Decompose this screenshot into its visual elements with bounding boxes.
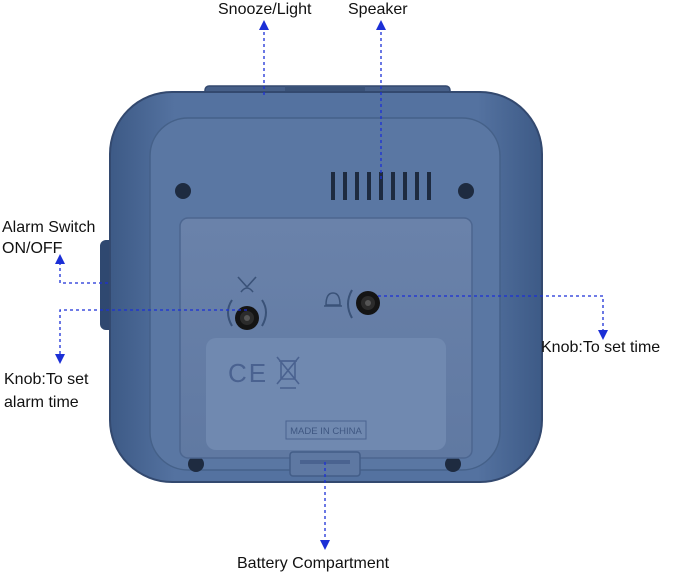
time-knob-bracket-icon (347, 289, 353, 319)
alarm-knob[interactable] (227, 299, 267, 330)
speaker-slot (331, 172, 335, 200)
speaker-label: Speaker (348, 1, 408, 18)
speaker-slot (355, 172, 359, 200)
speaker-grille (331, 172, 431, 200)
snooze-button-strip (285, 86, 365, 94)
arrowhead-battery (320, 540, 330, 550)
pointer-knob-time (378, 295, 604, 332)
arrowhead-knob-time (598, 330, 608, 340)
alarm-knob-bracket-icon (227, 299, 233, 327)
ce-mark: CE (228, 358, 268, 388)
alarm-bell-icon (237, 276, 257, 293)
speaker-slot (427, 172, 431, 200)
battery-compartment-label: Battery Compartment (237, 555, 390, 572)
knob-alarm-label-line1: Knob:To set (4, 371, 89, 388)
arrowhead-alarm-switch (55, 254, 65, 264)
speaker-slot (379, 172, 383, 200)
screw-hole-top-right (458, 183, 474, 199)
alarm-switch-label-line1: Alarm Switch (2, 219, 96, 236)
arrowhead-snooze (259, 20, 269, 30)
speaker-slot (343, 172, 347, 200)
speaker-slot (367, 172, 371, 200)
crossed-bin-icon (276, 356, 300, 389)
snooze-light-label: Snooze/Light (218, 1, 312, 18)
screw-hole-bottom-left (188, 456, 204, 472)
knob-time-label: Knob:To set time (541, 339, 661, 356)
knob-alarm-label-line2: alarm time (4, 394, 79, 411)
time-knob[interactable] (347, 289, 380, 319)
screw-hole-bottom-right (445, 456, 461, 472)
arrowhead-knob-alarm (55, 354, 65, 364)
alarm-knob-bracket-icon (261, 299, 267, 327)
pointer-alarm-switch (59, 262, 108, 284)
made-in-label: MADE IN CHINA (290, 426, 362, 437)
speaker-slot (415, 172, 419, 200)
made-in-label-box (285, 420, 367, 440)
pointer-knob-alarm (59, 309, 247, 356)
screw-hole-top-left (175, 183, 191, 199)
battery-cover (206, 338, 446, 450)
bell-icon (324, 292, 342, 307)
alarm-switch-label-line2: ON/OFF (2, 240, 63, 257)
arrowhead-speaker (376, 20, 386, 30)
speaker-slot (403, 172, 407, 200)
speaker-slot (391, 172, 395, 200)
